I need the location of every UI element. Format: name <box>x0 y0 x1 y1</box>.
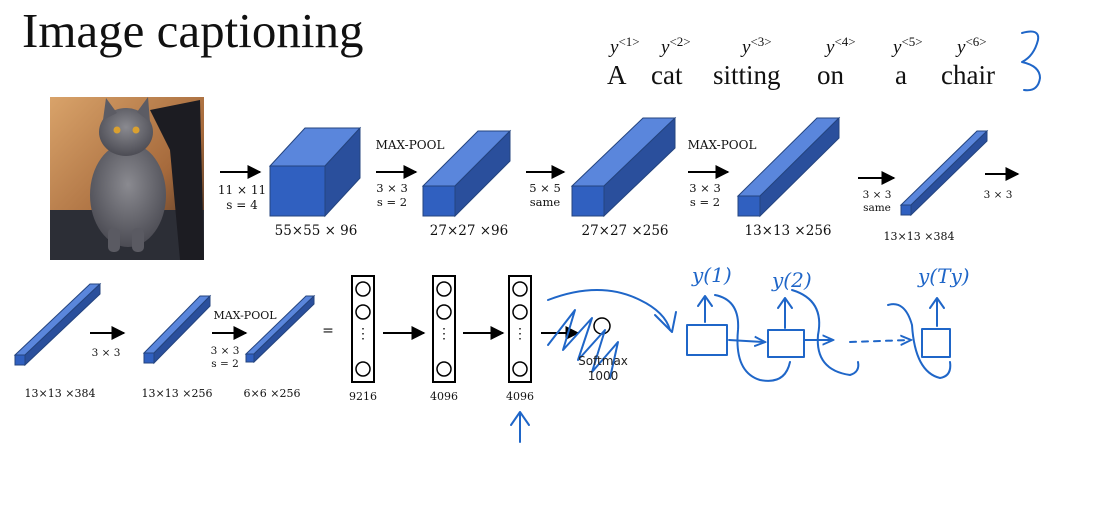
volume-27x27x256 <box>570 116 677 218</box>
fc-vdots-2: ⋮ <box>437 326 451 342</box>
op-equals: = <box>322 323 334 339</box>
rnn-output-ty: y(Ty) <box>917 264 970 288</box>
op-conv4: 3 × 3 <box>983 189 1013 201</box>
rnn-output-1: y(1) <box>691 263 732 287</box>
dim-v7: 13×13 ×256 <box>141 387 213 400</box>
fc-size-9216: 9216 <box>349 390 377 403</box>
word-1: A <box>607 60 627 90</box>
rnn-output-2: y(2) <box>771 268 812 292</box>
cat-image <box>50 97 204 260</box>
dim-v8: 6×6 ×256 <box>243 387 301 400</box>
dim-v4: 13×13 ×256 <box>744 223 832 239</box>
token-4: y<4> <box>826 34 856 58</box>
fc-layer-9216 <box>351 275 375 383</box>
fc-vdots-3: ⋮ <box>513 326 527 342</box>
softmax-label: Softmax <box>578 354 628 368</box>
token-6: y<6> <box>957 34 987 58</box>
volume-13x13x384-a <box>899 129 989 217</box>
fc-layer-4096-a <box>432 275 456 383</box>
dim-v2: 27×27 ×96 <box>429 223 509 239</box>
word-6: chair <box>941 60 995 90</box>
volume-27x27x96 <box>421 129 512 218</box>
token-1: y<1> <box>610 34 640 58</box>
token-2: y<2> <box>661 34 691 58</box>
word-5: a <box>895 60 907 90</box>
handwritten-scribble <box>547 289 677 379</box>
word-4: on <box>817 60 844 90</box>
handwritten-brace <box>1021 30 1041 92</box>
word-2: cat <box>651 60 683 90</box>
op-maxpool-3: MAX-POOL <box>213 309 277 322</box>
volume-55x55x96 <box>268 126 362 218</box>
fc-layer-4096-b <box>508 275 532 383</box>
softmax-node <box>593 317 611 335</box>
fc-vdots-1: ⋮ <box>356 326 370 342</box>
handwritten-rnn <box>686 289 952 382</box>
dim-v5: 13×13 ×384 <box>883 230 955 243</box>
op-conv5: 3 × 3 <box>91 347 121 359</box>
token-3: y<3> <box>742 34 772 58</box>
op-maxpool-2: MAX-POOL <box>687 138 757 152</box>
arrows <box>90 165 1020 340</box>
op-maxpool-1: MAX-POOL <box>375 138 445 152</box>
dim-v3: 27×27 ×256 <box>581 223 669 239</box>
dim-v1: 55×55 × 96 <box>274 223 358 239</box>
slide-title: Image captioning <box>22 3 364 58</box>
handwritten-up-arrow <box>510 411 530 443</box>
volume-13x13x256 <box>736 116 841 218</box>
fc-size-4096-a: 4096 <box>430 390 458 403</box>
volume-13x13x256-b <box>142 294 212 365</box>
fc-size-4096-b: 4096 <box>506 390 534 403</box>
token-5: y<5> <box>893 34 923 58</box>
word-3: sitting <box>713 60 781 90</box>
volume-13x13x384-b <box>13 282 102 367</box>
softmax-units: 1000 <box>587 369 619 383</box>
volume-6x6x256 <box>244 294 316 364</box>
dim-v6: 13×13 ×384 <box>24 387 96 400</box>
handwritten-output-labels: y(1) y(2) y(Ty) <box>691 263 970 292</box>
